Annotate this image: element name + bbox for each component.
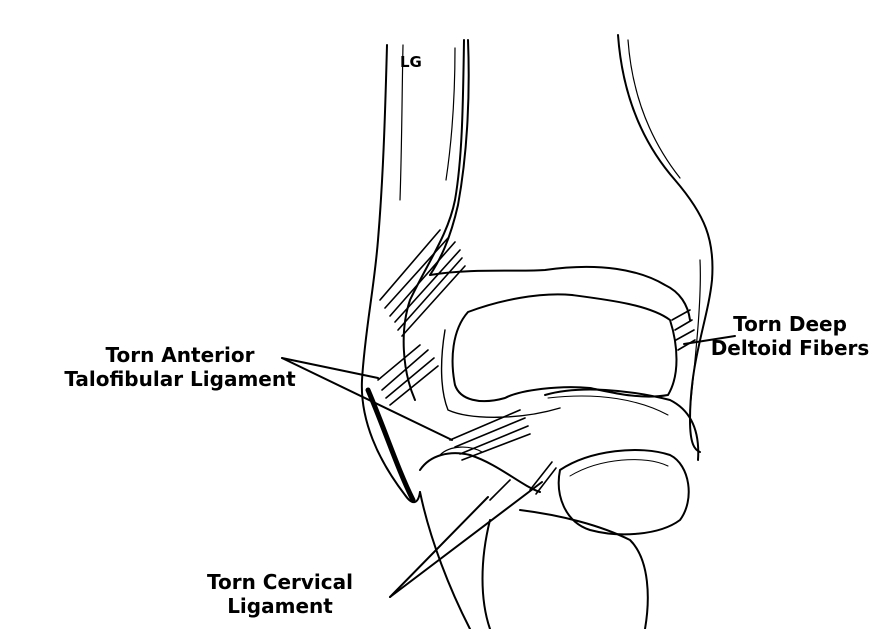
- label-line-2: Ligament: [180, 594, 380, 618]
- label-line-1: Torn Anterior: [48, 343, 312, 367]
- label-line-2: Deltoid Fibers: [692, 336, 888, 360]
- label-line-1: Torn Cervical: [180, 570, 380, 594]
- talus: [442, 294, 699, 460]
- fibula: [362, 40, 464, 502]
- calcaneus: [420, 447, 689, 629]
- lg-label: LG: [400, 50, 422, 74]
- label-line-2: Talofibular Ligament: [48, 367, 312, 391]
- torn-deep-deltoid-fibers-label: Torn Deep Deltoid Fibers: [692, 312, 888, 360]
- label-line-1: Torn Deep: [692, 312, 888, 336]
- torn-anterior-talofibular-ligament-label: Torn Anterior Talofibular Ligament: [48, 343, 312, 391]
- torn-cervical-ligament-label: Torn Cervical Ligament: [180, 570, 380, 618]
- leader-lines: [282, 336, 735, 597]
